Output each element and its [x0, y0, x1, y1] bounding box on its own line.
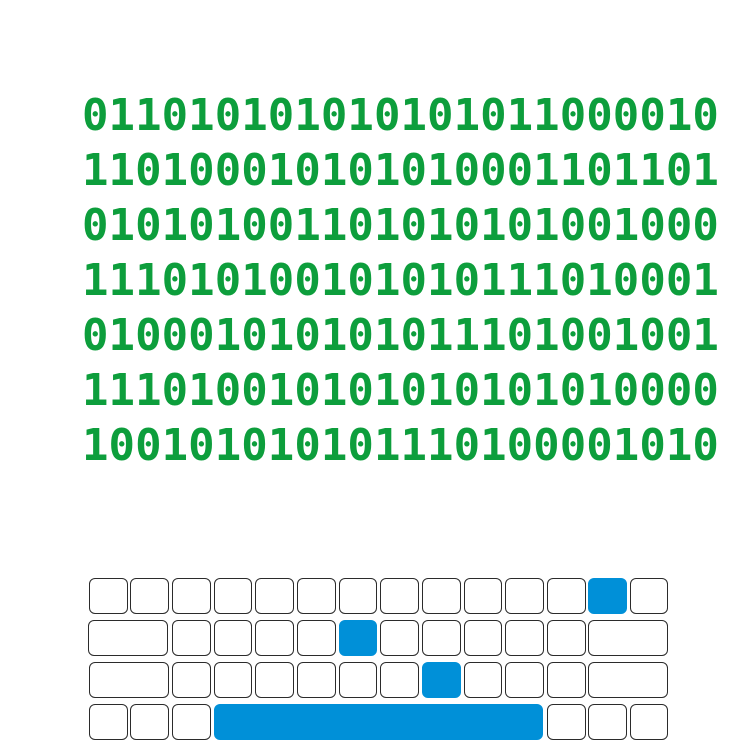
key[interactable]	[505, 620, 544, 656]
binary-line-7: 100101010101110100001010	[82, 420, 719, 471]
key[interactable]	[464, 620, 502, 656]
keyboard	[88, 578, 668, 746]
keyboard-row-1	[88, 578, 668, 616]
tab-key[interactable]	[88, 620, 168, 656]
key[interactable]	[214, 578, 252, 614]
key[interactable]	[255, 578, 294, 614]
key[interactable]	[214, 662, 252, 698]
key[interactable]	[547, 704, 586, 740]
key[interactable]	[588, 704, 627, 740]
key[interactable]	[505, 662, 544, 698]
key[interactable]	[214, 620, 252, 656]
key[interactable]	[297, 662, 336, 698]
keyboard-row-4	[88, 704, 668, 742]
binary-line-1: 011010101010101011000010	[82, 90, 719, 141]
binary-line-5: 010001010101011101001001	[82, 310, 719, 361]
key[interactable]	[630, 578, 668, 614]
binary-line-3: 010101001101010101001000	[82, 200, 719, 251]
key[interactable]	[547, 578, 586, 614]
key[interactable]	[422, 578, 461, 614]
key[interactable]	[172, 578, 211, 614]
key[interactable]	[505, 578, 544, 614]
key[interactable]	[89, 704, 128, 740]
key[interactable]	[464, 578, 502, 614]
key[interactable]	[297, 578, 336, 614]
key-highlighted[interactable]	[422, 662, 461, 698]
binary-line-2: 110100010101010001101101	[82, 145, 719, 196]
key[interactable]	[380, 662, 419, 698]
caps-lock-key[interactable]	[89, 662, 169, 698]
key[interactable]	[172, 704, 211, 740]
key[interactable]	[339, 578, 377, 614]
key[interactable]	[547, 620, 586, 656]
key[interactable]	[130, 704, 169, 740]
key[interactable]	[297, 620, 336, 656]
key-highlighted[interactable]	[339, 620, 377, 656]
key[interactable]	[255, 662, 294, 698]
key[interactable]	[130, 578, 169, 614]
keyboard-row-3	[88, 662, 668, 700]
key[interactable]	[172, 620, 211, 656]
binary-line-6: 111010010101010101010000	[82, 365, 719, 416]
key[interactable]	[547, 662, 586, 698]
keyboard-row-2	[88, 620, 668, 658]
backslash-key[interactable]	[588, 620, 668, 656]
enter-key[interactable]	[588, 662, 668, 698]
spacebar-key[interactable]	[214, 704, 543, 740]
key[interactable]	[630, 704, 668, 740]
binary-line-4: 111010100101010111010001	[82, 255, 719, 306]
key-highlighted[interactable]	[588, 578, 627, 614]
key[interactable]	[422, 620, 461, 656]
key[interactable]	[380, 620, 419, 656]
key[interactable]	[89, 578, 128, 614]
key[interactable]	[255, 620, 294, 656]
key[interactable]	[172, 662, 211, 698]
binary-text-block: 011010101010101011000010 110100010101010…	[82, 88, 719, 473]
key[interactable]	[380, 578, 419, 614]
key[interactable]	[339, 662, 377, 698]
key[interactable]	[464, 662, 502, 698]
